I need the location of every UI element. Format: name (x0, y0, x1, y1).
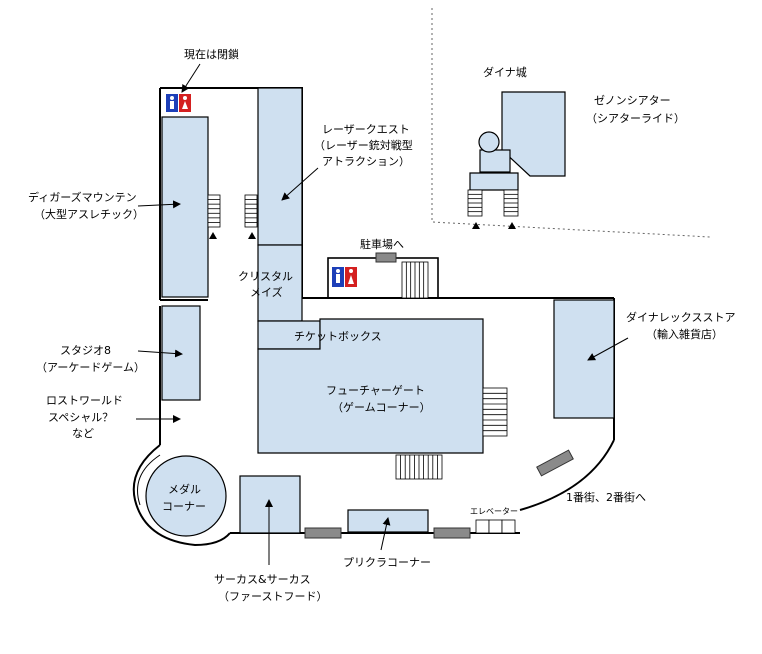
label-dynalex-1: ダイナレックスストア (626, 310, 735, 324)
label-lost-3: など (72, 427, 94, 440)
arrow-laser (281, 167, 319, 201)
label-digger-2: （大型アスレチック） (34, 207, 144, 221)
crystal-maze-room[interactable] (257, 244, 303, 322)
label-xenon-2: （シアターライド） (586, 112, 685, 125)
arrow-closed (181, 63, 201, 93)
door-parking (375, 252, 397, 263)
staircase (207, 194, 221, 228)
door-bottom-right (433, 527, 471, 539)
restroom-icon[interactable] (166, 94, 191, 112)
door-bottom-left (304, 527, 342, 539)
outer-wall-curve-left (132, 444, 231, 547)
label-digger-1: ディガーズマウンテン (28, 190, 137, 204)
arrow-dynalex (587, 337, 629, 361)
triangle-up-icon (248, 232, 256, 239)
ticket-box-room[interactable] (257, 320, 321, 350)
label-studio-1: スタジオ8 (60, 344, 111, 357)
label-studio-2: （アーケードゲーム） (36, 361, 145, 374)
label-laser-1: レーザークエスト (322, 123, 410, 136)
staircase (244, 194, 258, 228)
door-curve (536, 449, 574, 477)
label-medal-2: コーナー (162, 500, 206, 513)
castle-base (469, 172, 519, 191)
triangle-up-icon (209, 232, 217, 239)
label-laser-3: アトラクション） (322, 155, 410, 168)
label-future-2: （ゲームコーナー） (332, 401, 431, 414)
medal-corner-room[interactable] (145, 455, 227, 537)
dyna-castle-boundary (431, 8, 711, 238)
arrow-purikura (380, 517, 391, 551)
label-laser-2: （レーザー銃対戦型 (314, 138, 413, 152)
label-lost-1: ロストワールド (46, 394, 123, 407)
label-elevator: エレベーター (470, 507, 518, 516)
restroom-icon[interactable] (332, 267, 357, 287)
outer-wall-curve-right (519, 439, 615, 511)
xenon-theater-room[interactable] (501, 91, 566, 177)
label-future-1: フューチャーゲート (326, 384, 425, 397)
label-circus-2: （ファーストフード） (218, 590, 327, 603)
staircase (482, 387, 508, 437)
castle-dome (478, 131, 500, 153)
castle-tower (479, 149, 511, 173)
label-dyna-castle: ダイナ城 (483, 65, 527, 79)
inner-curve-medal (137, 454, 161, 506)
triangle-up-icon (508, 222, 516, 229)
label-medal-1: メダル (168, 482, 201, 496)
digger-mountain-room[interactable] (161, 116, 209, 298)
arrow-studio (137, 349, 183, 358)
label-xenon-1: ゼノンシアター (594, 94, 671, 107)
label-lost-2: スペシャル？ (48, 411, 113, 424)
label-parking: 駐車場へ (360, 237, 404, 251)
label-ticket: チケットボックス (294, 330, 382, 343)
label-circus-1: サーカス&サーカス (214, 573, 311, 586)
label-crystal-2: メイズ (250, 285, 283, 299)
label-closed: 現在は閉鎖 (184, 47, 239, 61)
label-dynalex-2: （輸入雑貨店） (646, 327, 723, 341)
label-crystal-1: クリスタル (238, 270, 293, 283)
label-streets: 1番街、2番街へ (566, 490, 646, 504)
label-purikura: プリクラコーナー (343, 556, 431, 569)
stairs (207, 189, 519, 480)
laser-quest-room[interactable] (257, 87, 303, 246)
arrow-digger (137, 200, 181, 209)
future-gate-room[interactable] (257, 318, 484, 454)
circus-room[interactable] (239, 475, 301, 534)
dynalex-room[interactable] (553, 299, 615, 419)
triangle-up-icon (472, 222, 480, 229)
elevator-block (475, 519, 516, 534)
purikura-room[interactable] (347, 509, 429, 533)
